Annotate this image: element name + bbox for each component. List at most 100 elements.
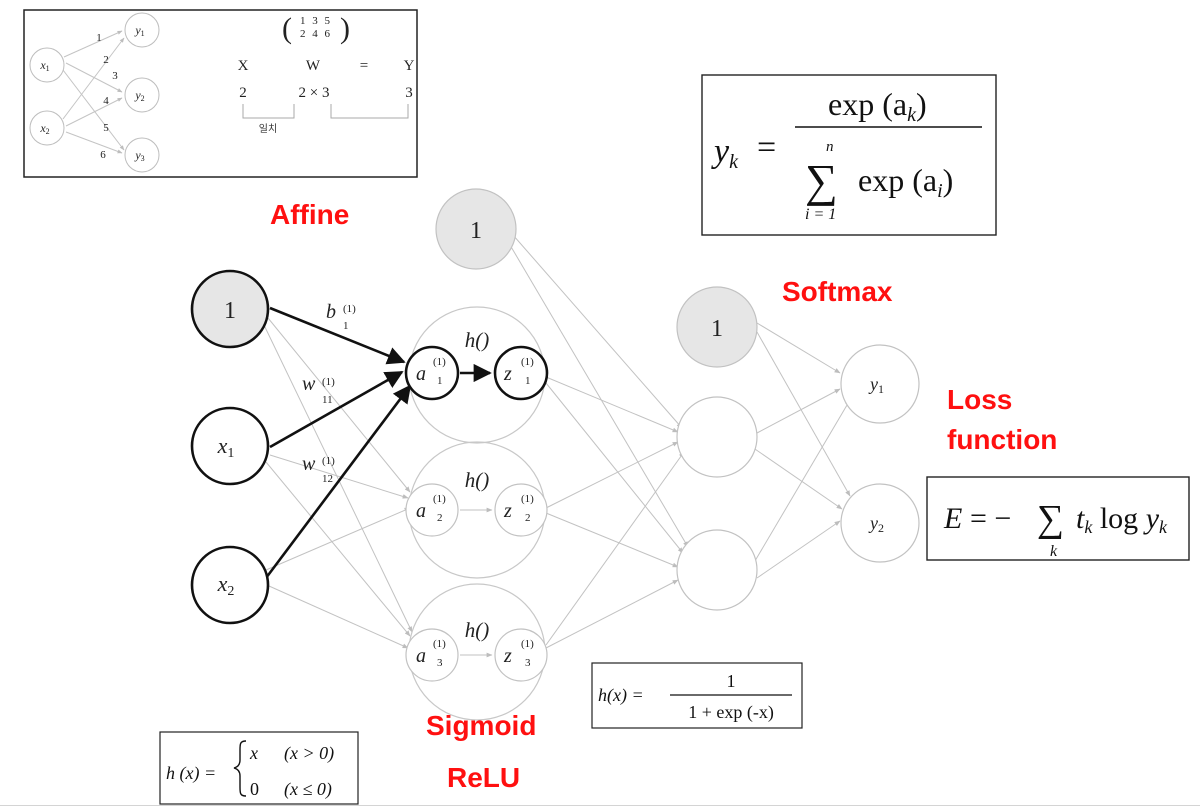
sigmoid-lhs: h(x) =: [598, 685, 644, 706]
input-bias-node: [190, 269, 270, 349]
relu-case2-value: 0: [250, 779, 259, 799]
output-bias-label: 1: [711, 316, 723, 342]
svg-text:1: 1: [437, 375, 443, 387]
svg-text:11: 11: [322, 394, 333, 406]
edge: [545, 382, 684, 554]
loss-formula-box: [926, 476, 1190, 561]
softmax-label: Softmax: [782, 276, 893, 307]
hidden-bias-node: [435, 188, 517, 270]
layer2-node-1: [676, 396, 758, 478]
svg-text:w: w: [302, 453, 316, 475]
edge: [756, 322, 841, 374]
svg-text:12: 12: [322, 473, 333, 485]
relu-lhs: h (x) =: [166, 763, 216, 784]
inset-X-label: X: [238, 58, 249, 74]
inset-edge: [63, 30, 123, 58]
node-a2: [405, 483, 459, 537]
svg-text:(1): (1): [322, 376, 335, 388]
x2-label: x2: [217, 571, 235, 599]
loss-sum-lower: k: [1050, 543, 1058, 560]
svg-text:z: z: [503, 500, 512, 522]
softmax-sum-symbol: ∑: [805, 155, 838, 206]
relu-case1-condition: (x > 0): [284, 743, 334, 764]
edge: [545, 451, 685, 646]
input-bias-label: 1: [224, 298, 236, 324]
edge: [756, 520, 841, 579]
h-label-1: h(): [465, 328, 490, 352]
a2-label: a (1) 2: [416, 493, 446, 524]
relu-label: ReLU: [447, 762, 520, 793]
y2-label: y2: [868, 513, 884, 535]
inset-y1-label: y1: [134, 23, 144, 38]
inset-W-dim: 2 × 3: [299, 85, 330, 101]
edge: [263, 324, 413, 633]
edge: [545, 579, 679, 649]
bold-edges: [264, 306, 492, 579]
edge-x2-a1: [264, 384, 412, 579]
edge: [545, 512, 679, 568]
svg-text:(1): (1): [433, 493, 446, 505]
x1-label: x1: [217, 433, 235, 461]
inset-node-y3: [124, 137, 160, 173]
inset-edge: [62, 69, 125, 151]
softmax-lhs: yk: [711, 133, 739, 173]
edge: [265, 461, 411, 637]
inset-X-dim: 2: [239, 85, 247, 101]
node-a1: [404, 345, 460, 401]
svg-text:a: a: [416, 645, 426, 667]
edge: [267, 317, 411, 493]
relu-case2-condition: (x ≤ 0): [284, 779, 332, 800]
loss-label-line2: function: [947, 424, 1057, 455]
node-a3: [405, 628, 459, 682]
input-node-x1: [190, 406, 270, 486]
svg-text:b: b: [326, 301, 336, 323]
edge: [512, 234, 683, 429]
output-node-y2: [840, 483, 920, 563]
svg-text:2: 2: [525, 512, 531, 524]
input-node-x2: [190, 545, 270, 625]
matrix-row: 1 3 5: [300, 15, 332, 27]
inset-weight: 3: [112, 70, 118, 82]
inset-W-label: W: [306, 58, 321, 74]
inset-brackets: [242, 104, 409, 119]
svg-text:(1): (1): [343, 303, 356, 315]
affine-label: Affine: [270, 199, 349, 230]
matrix-row: 2 4 6: [300, 28, 332, 40]
second-layer: [676, 286, 758, 611]
svg-text:3: 3: [525, 657, 531, 669]
edge: [545, 441, 679, 509]
loss-label-line1: Loss: [947, 384, 1012, 415]
inset-weight: 2: [103, 54, 109, 66]
softmax-sum-upper: n: [826, 139, 834, 155]
softmax-sum-lower: i = 1: [805, 206, 836, 223]
edge-x1-a1: [269, 370, 404, 449]
a1-label: a (1) 1: [416, 356, 446, 387]
softmax-formula: yk = exp (ak) n ∑ exp (ai) i = 1: [701, 74, 997, 236]
h-label-2: h(): [465, 468, 490, 492]
svg-text:w: w: [302, 373, 316, 395]
edge: [751, 399, 851, 567]
z3-label: z (1) 3: [503, 638, 534, 669]
z1-label: z (1) 1: [503, 356, 534, 387]
svg-text:(1): (1): [322, 455, 335, 467]
sigmoid-numerator: 1: [727, 671, 736, 691]
svg-text:2: 2: [437, 512, 443, 524]
hidden-inner-nodes: [404, 345, 549, 682]
b1-weight-label: b (1) 1: [326, 301, 356, 332]
matrix-paren-right: ): [340, 12, 350, 45]
softmax-formula-box: [701, 74, 997, 236]
sigmoid-label: Sigmoid: [426, 710, 536, 741]
relu-case1-value: x: [249, 743, 258, 763]
loss-lhs: E: [943, 502, 962, 535]
w11-weight-label: w (1) 11: [302, 373, 335, 406]
node-z3: [494, 628, 548, 682]
svg-text:a: a: [416, 500, 426, 522]
softmax-denominator: exp (ai): [858, 162, 953, 202]
output-bias-node: [676, 286, 758, 368]
svg-text:3: 3: [437, 657, 443, 669]
inset-eq-label: =: [360, 58, 368, 74]
inset-node-y2: [124, 77, 160, 113]
a3-label: a (1) 3: [416, 638, 446, 669]
inset-weight: 4: [103, 95, 109, 107]
